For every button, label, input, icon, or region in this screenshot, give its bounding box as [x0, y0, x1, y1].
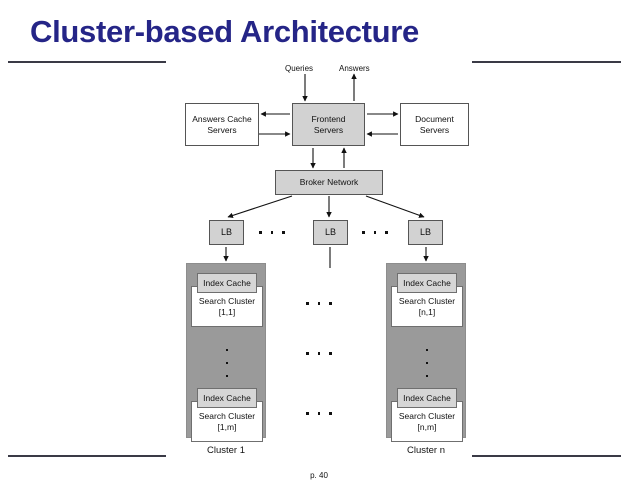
- frontend-servers-box[interactable]: Frontend Servers: [292, 103, 365, 146]
- search-cluster-n-m-line2: [n,m]: [417, 421, 437, 432]
- answers-cache-servers-line1: Answers Cache: [192, 113, 252, 124]
- cluster-1-vertical-ellipsis: [187, 349, 267, 388]
- page-number: p. 40: [310, 471, 328, 480]
- document-servers-line2: Servers: [419, 124, 450, 135]
- index-cache-n-1-label: Index Cache: [403, 278, 451, 288]
- document-servers-line1: Document: [415, 113, 454, 124]
- lb-ellipsis-right: [362, 231, 388, 234]
- index-cache-1-m[interactable]: Index Cache: [197, 388, 257, 408]
- cluster-1-caption: Cluster 1: [206, 445, 245, 456]
- cluster-1-container[interactable]: Search Cluster [1,1] Index Cache Search …: [186, 263, 267, 442]
- index-cache-n-1[interactable]: Index Cache: [397, 273, 457, 293]
- cluster-n-caption: Cluster n: [406, 445, 445, 456]
- cluster-ellipsis-top: [306, 302, 332, 305]
- broker-network-label: Broker Network: [299, 177, 359, 187]
- search-cluster-n-1-line1: Search Cluster: [398, 295, 456, 306]
- header-rule-right: [472, 61, 621, 63]
- load-balancer-2-label: LB: [324, 227, 336, 237]
- index-cache-1-m-label: Index Cache: [203, 393, 251, 403]
- frontend-servers-line2: Servers: [313, 124, 344, 135]
- index-cache-n-m-label: Index Cache: [403, 393, 451, 403]
- search-cluster-n-m-line1: Search Cluster: [398, 410, 456, 421]
- index-cache-1-1[interactable]: Index Cache: [197, 273, 257, 293]
- cluster-ellipsis-middle: [306, 352, 332, 355]
- broker-network-box[interactable]: Broker Network: [275, 170, 383, 195]
- search-cluster-1-1-line2: [1,1]: [218, 306, 236, 317]
- cluster-ellipsis-bottom: [306, 412, 332, 415]
- load-balancer-2[interactable]: LB: [313, 220, 348, 245]
- search-cluster-1-1-line1: Search Cluster: [198, 295, 256, 306]
- header-rule-left: [8, 61, 166, 63]
- footer-rule-left: [8, 455, 166, 457]
- cluster-n-container[interactable]: Search Cluster [n,1] Index Cache Search …: [386, 263, 467, 442]
- search-cluster-n-1-line2: [n,1]: [418, 306, 436, 317]
- search-cluster-1-m-line2: [1,m]: [217, 421, 237, 432]
- queries-label: Queries: [285, 64, 314, 73]
- index-cache-n-m[interactable]: Index Cache: [397, 388, 457, 408]
- load-balancer-1[interactable]: LB: [209, 220, 244, 245]
- answers-cache-servers-box[interactable]: Answers Cache Servers: [185, 103, 259, 146]
- search-cluster-1-m-line1: Search Cluster: [198, 410, 256, 421]
- lb-ellipsis-left: [259, 231, 285, 234]
- load-balancer-3-label: LB: [419, 227, 431, 237]
- load-balancer-1-label: LB: [220, 227, 232, 237]
- answers-label: Answers: [339, 64, 370, 73]
- cluster-n-vertical-ellipsis: [387, 349, 467, 388]
- answers-cache-servers-line2: Servers: [207, 124, 237, 135]
- frontend-servers-line1: Frontend: [311, 113, 346, 124]
- page-title: Cluster-based Architecture: [30, 14, 419, 49]
- document-servers-box[interactable]: Document Servers: [400, 103, 469, 146]
- footer-rule-right: [472, 455, 621, 457]
- load-balancer-3[interactable]: LB: [408, 220, 443, 245]
- index-cache-1-1-label: Index Cache: [203, 278, 251, 288]
